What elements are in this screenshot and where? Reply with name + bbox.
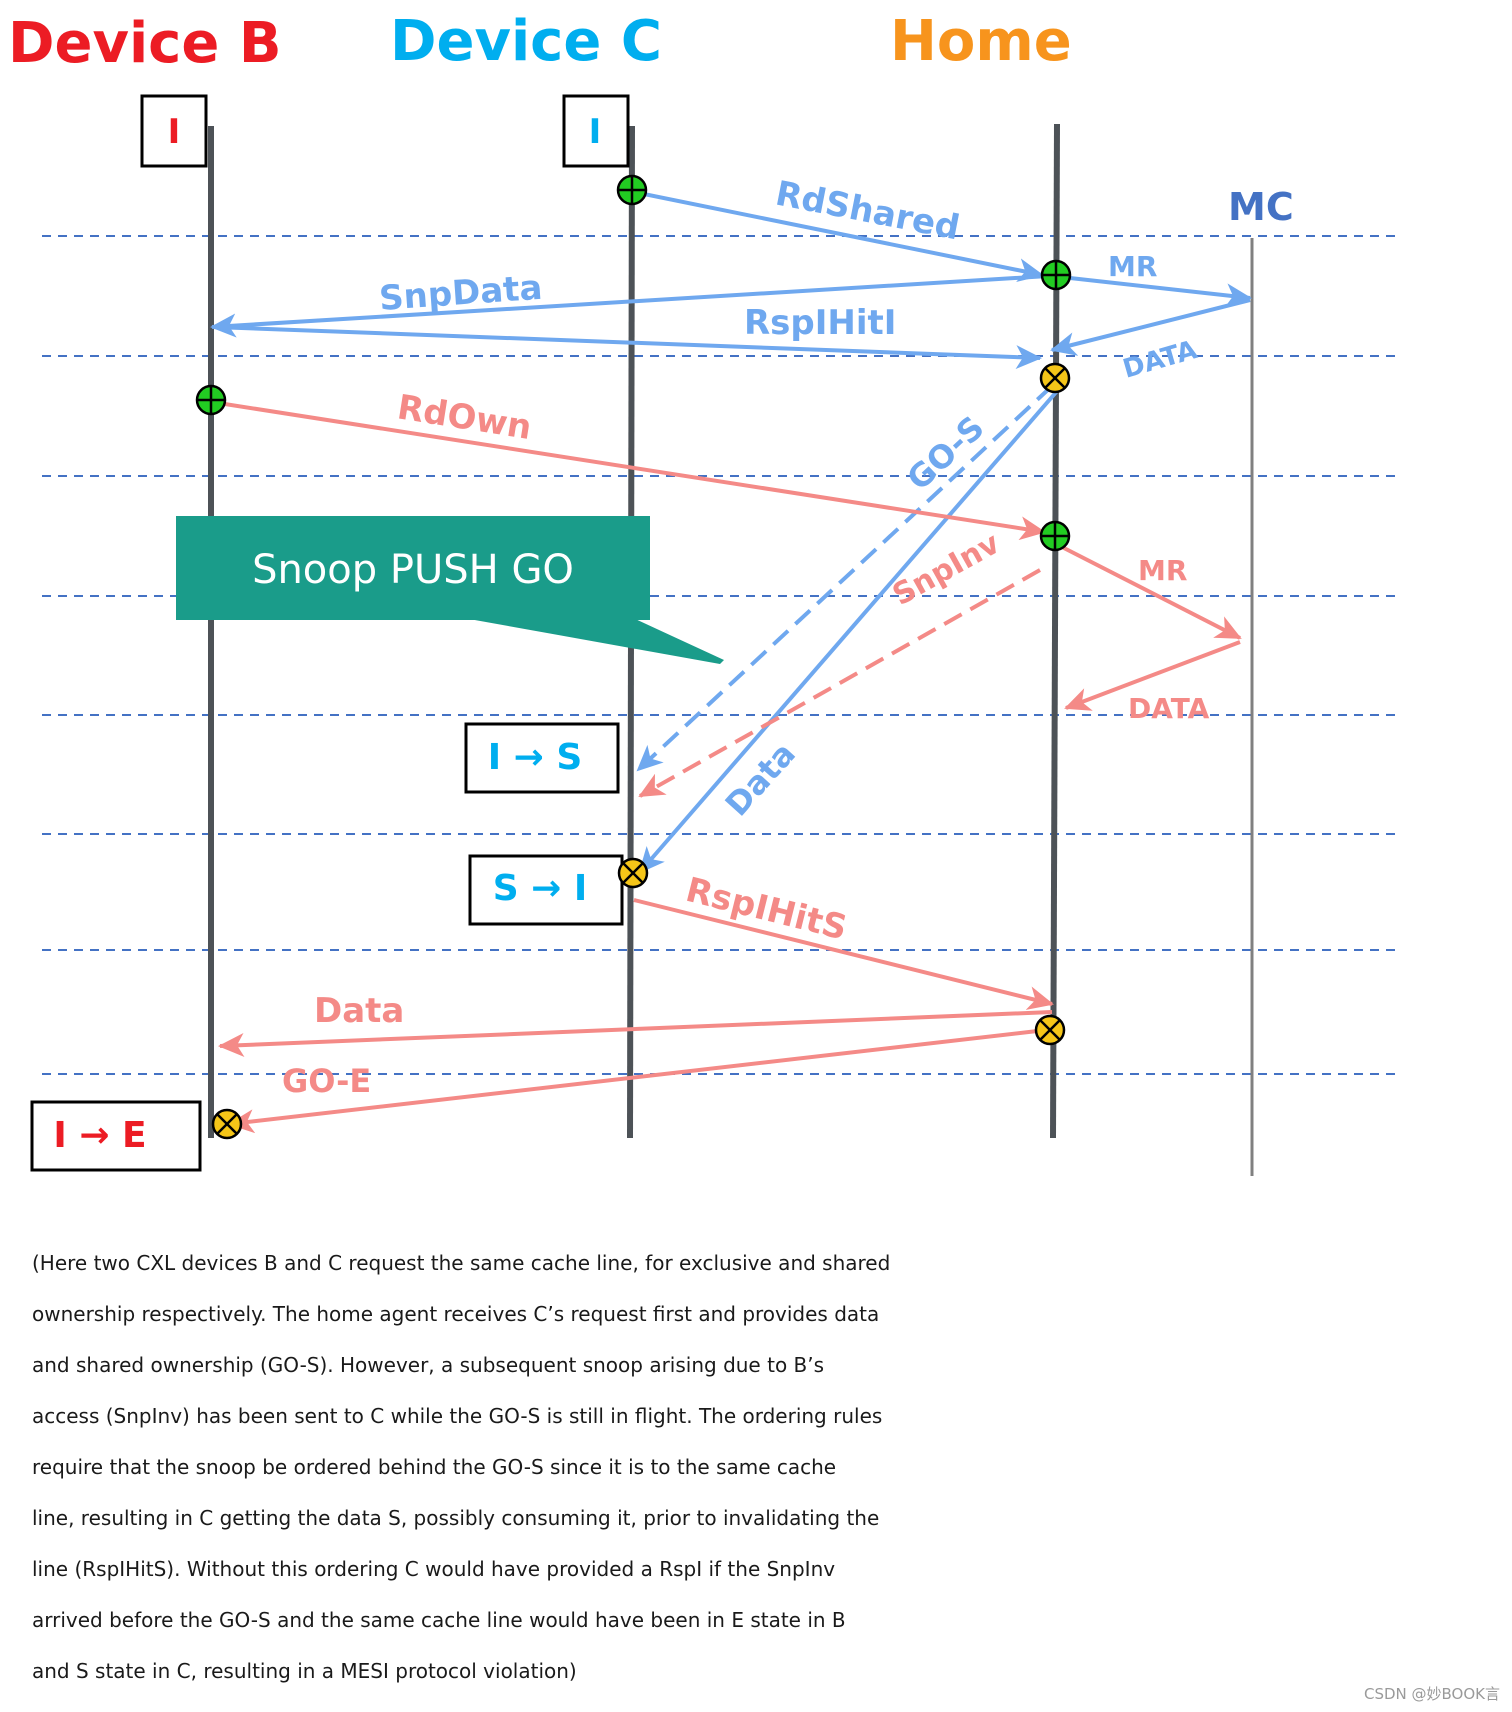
start-marker — [1040, 259, 1072, 291]
start-marker — [195, 384, 227, 416]
arrow-data-to-b — [218, 1010, 1053, 1058]
arrow-rdown — [211, 400, 1046, 541]
arrow-snpdata — [210, 274, 1049, 338]
caption-line: ownership respectively. The home agent r… — [32, 1302, 880, 1326]
callout-text: Snoop PUSH GO — [252, 547, 574, 593]
arrow-rspihiti — [213, 325, 1042, 370]
caption-line: line, resulting in C getting the data S,… — [32, 1506, 880, 1530]
start-marker — [616, 174, 648, 206]
label-snpdata: SnpData — [378, 268, 544, 319]
arrow-snpinv — [638, 568, 1041, 798]
caption-line: arrived before the GO-S and the same cac… — [32, 1608, 846, 1632]
state-box-b-initial — [140, 94, 208, 168]
sequence-diagram: Device B Device C Home MC I I Snoop PUSH… — [8, 9, 1398, 1176]
arrow-data-1 — [1050, 298, 1251, 356]
label-rspihits: RspIHitS — [682, 870, 851, 949]
callout-box — [176, 516, 650, 620]
end-marker — [1039, 362, 1071, 394]
state-c-i-to-s: I → S — [488, 737, 583, 778]
label-data-1: DATA — [1120, 335, 1201, 385]
header-mc: MC — [1228, 185, 1294, 229]
arrow-mr-1 — [1069, 276, 1252, 308]
caption-line: access (SnpInv) has been sent to C while… — [32, 1404, 883, 1428]
arrow-data-2 — [1064, 640, 1241, 711]
caption: (Here two CXL devices B and C request th… — [32, 1238, 1502, 1697]
start-marker — [1039, 520, 1071, 552]
caption-line: require that the snoop be ordered behind… — [32, 1455, 837, 1479]
arrow-go-s — [636, 384, 1054, 772]
state-c-initial: I — [589, 112, 602, 152]
lifeline-home — [1050, 123, 1060, 1139]
state-box-b-i-to-e — [30, 1100, 202, 1172]
callout-pointer — [430, 612, 724, 664]
state-c-s-to-i: S → I — [493, 868, 588, 909]
state-box-c-i-to-s — [464, 722, 620, 794]
state-box-c-s-to-i — [468, 854, 624, 926]
label-go-e: GO-E — [282, 1062, 371, 1100]
label-mr-2: MR — [1138, 554, 1187, 587]
arrow-data-to-c — [638, 388, 1060, 874]
label-data-to-c: Data — [718, 735, 803, 824]
header-device-b: Device B — [8, 11, 282, 76]
state-b-initial: I — [168, 112, 181, 152]
header-device-c: Device C — [390, 9, 662, 74]
state-box-c-initial — [562, 94, 630, 168]
header-home: Home — [890, 9, 1072, 74]
label-mr-1: MR — [1108, 250, 1157, 283]
label-data-2: DATA — [1128, 692, 1210, 725]
caption-line: and shared ownership (GO-S). However, a … — [32, 1353, 825, 1377]
caption-line: and S state in C, resulting in a MESI pr… — [32, 1659, 577, 1683]
arrow-go-e — [228, 1028, 1047, 1134]
caption-line: line (RspIHitS). Without this ordering C… — [32, 1557, 836, 1581]
label-data-to-b: Data — [314, 991, 404, 1031]
end-marker — [617, 857, 649, 889]
watermark: CSDN @妙BOOK言 — [1363, 1685, 1500, 1703]
arrow-rspihits — [633, 898, 1054, 1010]
arrow-mr-2 — [1059, 544, 1242, 640]
red-messages — [211, 400, 1242, 1134]
label-rdown: RdOwn — [395, 387, 535, 448]
end-marker — [1034, 1014, 1066, 1046]
state-b-i-to-e: I → E — [53, 1115, 146, 1156]
caption-line: (Here two CXL devices B and C request th… — [32, 1251, 891, 1275]
label-rdshared: RdShared — [772, 174, 963, 249]
end-marker — [211, 1108, 243, 1140]
blue-messages — [210, 190, 1252, 874]
label-rspihiti: RspIHitI — [744, 303, 896, 343]
arrow-rdshared — [633, 190, 1044, 282]
